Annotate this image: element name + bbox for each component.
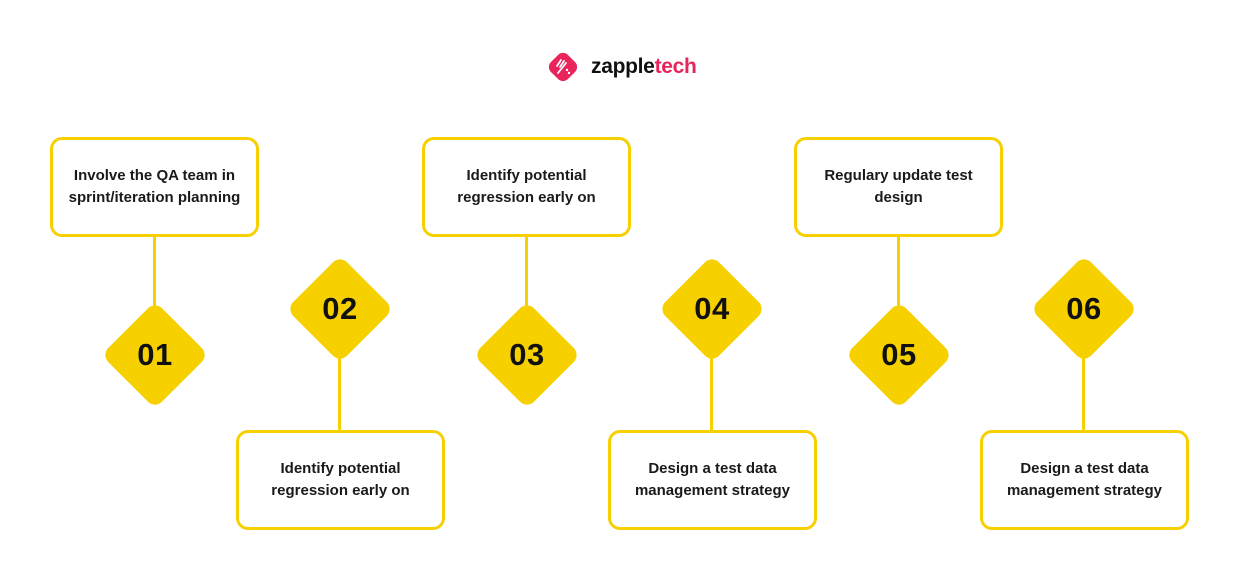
step-01-diamond: 01 bbox=[101, 301, 209, 409]
step-05-label: Regulary update test design bbox=[824, 167, 973, 206]
zappletech-logo-icon bbox=[545, 49, 581, 85]
step-01-number: 01 bbox=[137, 337, 173, 372]
step-04-box: Design a test data management strategy bbox=[608, 430, 817, 530]
step-04-number: 04 bbox=[694, 291, 730, 326]
step-03-number: 03 bbox=[509, 337, 545, 372]
step-04-connector bbox=[710, 358, 713, 430]
step-03-connector bbox=[525, 236, 528, 306]
step-05-box: Regulary update test design bbox=[794, 137, 1003, 237]
step-02-diamond: 02 bbox=[286, 255, 394, 363]
logo: zappletech bbox=[545, 50, 697, 84]
step-03-diamond: 03 bbox=[473, 301, 581, 409]
step-05-diamond: 05 bbox=[845, 301, 953, 409]
step-06-box: Design a test data management strategy bbox=[980, 430, 1189, 530]
logo-text: zappletech bbox=[591, 55, 697, 78]
step-04-label: Design a test data management strategy bbox=[634, 460, 791, 499]
step-02-box: Identify potential regression early on bbox=[236, 430, 445, 530]
step-04-diamond: 04 bbox=[658, 255, 766, 363]
step-02-label: Identify potential regression early on bbox=[271, 460, 410, 499]
step-03-box: Identify potential regression early on bbox=[422, 137, 631, 237]
step-06-number: 06 bbox=[1066, 291, 1102, 326]
step-01-box: Involve the QA team in sprint/iteration … bbox=[50, 137, 259, 237]
step-06-connector bbox=[1082, 358, 1085, 430]
step-05-number: 05 bbox=[881, 337, 917, 372]
step-03-label: Identify potential regression early on bbox=[457, 167, 596, 206]
step-02-number: 02 bbox=[322, 291, 358, 326]
step-06-diamond: 06 bbox=[1030, 255, 1138, 363]
step-05-connector bbox=[897, 236, 900, 306]
step-06-label: Design a test data management strategy bbox=[1006, 460, 1163, 499]
step-02-connector bbox=[338, 358, 341, 430]
step-01-label: Involve the QA team in sprint/iteration … bbox=[68, 167, 241, 206]
step-01-connector bbox=[153, 236, 156, 306]
